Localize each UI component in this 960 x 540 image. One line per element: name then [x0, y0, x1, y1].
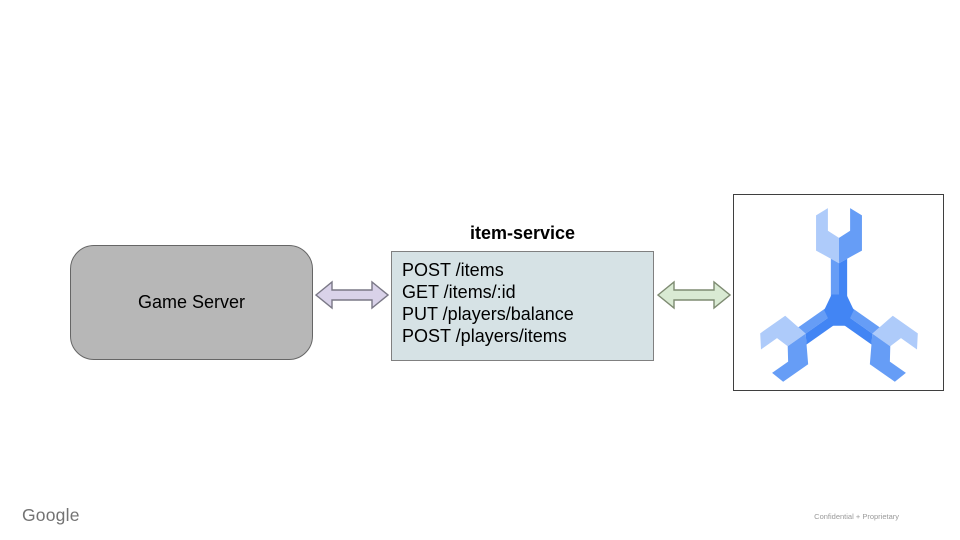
item-service-title: item-service: [469, 223, 576, 243]
jaw-face-medium: [771, 333, 808, 382]
endpoint-line: GET /items/:id: [402, 282, 516, 302]
endpoint-line: POST /players/items: [402, 326, 567, 346]
cloud-spanner-icon: [759, 207, 918, 382]
endpoint-line: PUT /players/balance: [402, 304, 574, 324]
hub-face-dark: [823, 294, 854, 326]
spanner-wrench: [759, 207, 918, 382]
database-node: [733, 194, 944, 391]
jaw-face-light: [871, 315, 918, 349]
game-server-label: Game Server: [137, 292, 246, 312]
google-logo: Google: [22, 505, 80, 525]
endpoint-line: POST /items: [402, 260, 504, 280]
confidential-note: Confidential + Proprietary: [814, 512, 899, 521]
item-service-node: POST /items GET /items/:id PUT /players/…: [391, 251, 654, 361]
double-arrow-icon: [657, 280, 731, 310]
double-arrow-icon: [315, 280, 389, 310]
jaw-face-light: [815, 207, 839, 263]
jaw-face-medium: [869, 333, 906, 382]
arrow-game-to-service: [315, 280, 389, 310]
jaw-face-light: [759, 315, 806, 349]
game-server-node: Game Server: [70, 245, 313, 360]
arrow-service-to-database: [657, 280, 731, 310]
jaw-face-medium: [838, 207, 862, 263]
